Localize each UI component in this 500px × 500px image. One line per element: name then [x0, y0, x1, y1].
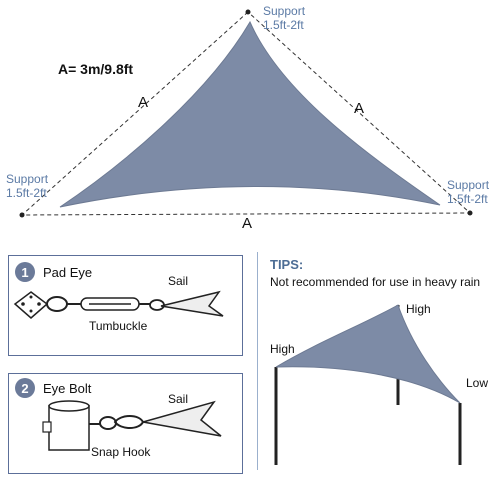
pad-eye-panel: 1 Pad Eye Sail Tumbuckle — [8, 255, 243, 356]
support-label-left-line2: 1.5ft-2ft — [6, 186, 47, 200]
pad-eye-sail-label: Sail — [168, 274, 189, 288]
shade-sail-triangle-diagram — [19, 9, 473, 218]
tips-sail-shape — [275, 304, 461, 404]
snap-hook-icon — [113, 415, 145, 429]
support-label-right-line1: Support — [447, 178, 490, 192]
step-badge-2: 2 — [15, 378, 35, 398]
eye-bolt-illustration — [42, 400, 222, 451]
tips-note: Not recommended for use in heavy rain — [270, 275, 481, 289]
sail-corner-icon-2 — [142, 400, 222, 437]
post-icon — [42, 400, 90, 451]
sail-corner-icon — [160, 290, 224, 317]
dashed-outline — [20, 11, 472, 216]
pad-eye-title: Pad Eye — [43, 264, 93, 280]
side-label-bottom: A — [242, 215, 253, 232]
support-label-right: Support 1.5ft-2ft — [447, 178, 489, 206]
support-label-top-line2: 1.5ft-2ft — [263, 18, 304, 32]
tips-label-high-left: High — [270, 342, 295, 356]
eye-bolt-title: Eye Bolt — [43, 380, 92, 396]
vertical-divider — [257, 252, 258, 470]
pad-eye-header: 1 Pad Eye — [15, 262, 92, 282]
support-label-top: Support 1.5ft-2ft — [263, 4, 305, 32]
eye-bolt-sail-label: Sail — [168, 392, 189, 406]
tips-sail-diagram — [274, 304, 462, 465]
step-badge-1: 1 — [15, 262, 35, 282]
support-point-top — [245, 9, 251, 15]
support-label-left-line1: Support — [6, 172, 49, 186]
support-point-left — [19, 212, 25, 218]
support-label-right-line2: 1.5ft-2ft — [447, 192, 488, 206]
support-label-left: Support 1.5ft-2ft — [6, 172, 48, 200]
tips-label-high-top: High — [406, 302, 431, 316]
pad-eye-plate-icon — [13, 291, 49, 319]
support-label-top-line1: Support — [263, 4, 306, 18]
eye-bolt-header: 2 Eye Bolt — [15, 378, 91, 398]
tips-title: TIPS: — [270, 257, 304, 272]
tips-label-low-right: Low — [466, 376, 489, 390]
eye-bolt-ring-icon — [99, 416, 117, 430]
sail-shape — [59, 20, 441, 208]
dimension-label: A= 3m/9.8ft — [58, 61, 134, 77]
pad-eye-illustration — [13, 290, 224, 319]
side-label-right: A — [354, 100, 365, 117]
support-point-right — [467, 210, 473, 216]
turnbuckle-label: Tumbuckle — [89, 319, 148, 333]
snap-hook-label: Snap Hook — [91, 445, 151, 459]
eye-bolt-panel: 2 Eye Bolt Sail Snap Hook — [8, 373, 243, 474]
side-label-left: A — [138, 94, 149, 111]
